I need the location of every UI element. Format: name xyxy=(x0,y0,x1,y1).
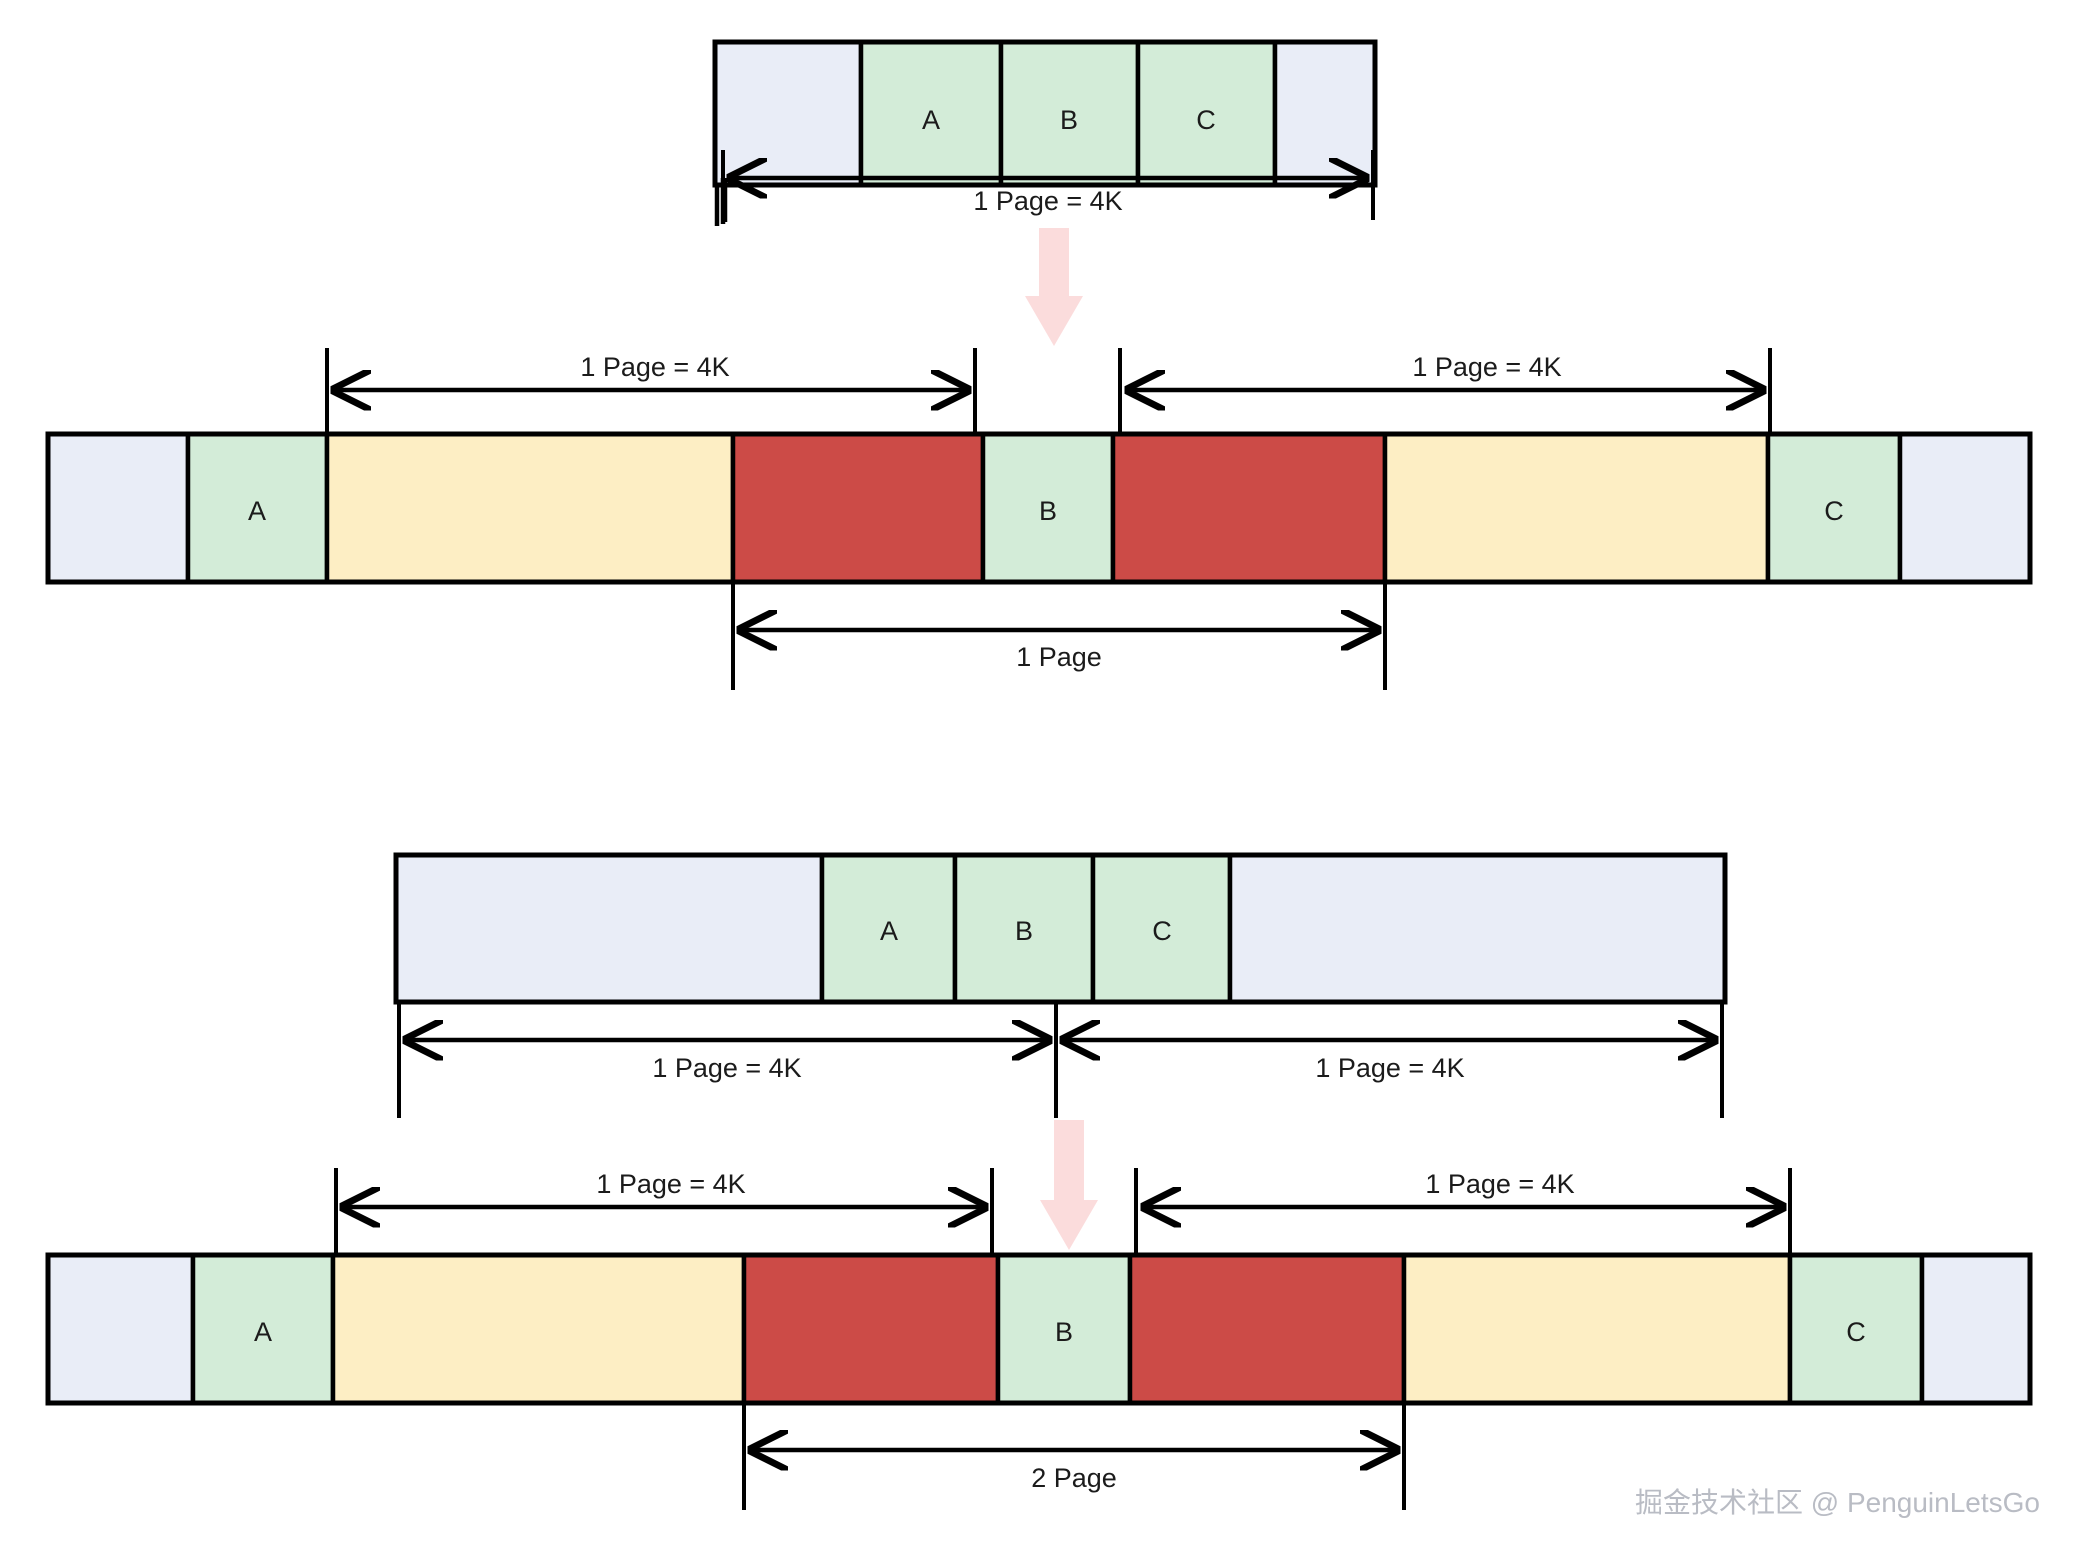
segment-pad-left xyxy=(393,852,825,1005)
dimension-label-span: 2 Page xyxy=(1031,1463,1117,1493)
segment-free-right xyxy=(1401,1252,1793,1406)
dimension-label-one-page-4k: 1 Page = 4K xyxy=(973,186,1122,216)
segment-record-b xyxy=(995,1252,1133,1406)
scenario-two-source-dimensions: 1 Page = 4K 1 Page = 4K xyxy=(397,1002,1724,1118)
target-bar-outline xyxy=(45,431,2033,585)
down-arrow-icon xyxy=(1025,228,1083,346)
dimension-label-page-right: 1 Page = 4K xyxy=(1412,352,1561,382)
segment-free-left xyxy=(324,431,736,585)
dimension-label-page-left: 1 Page = 4K xyxy=(596,1169,745,1199)
scenario-two-target-dimension-bottom: 2 Page xyxy=(742,1403,1406,1510)
segment-label-b: B xyxy=(1039,496,1057,526)
dimension-label-span: 1 Page xyxy=(1016,642,1102,672)
scenario-one-target-dimension-bottom: 1 Page xyxy=(731,582,1387,690)
segment-label-c: C xyxy=(1152,916,1172,946)
segment-record-a xyxy=(190,1252,336,1406)
segment-label-a: A xyxy=(254,1317,272,1347)
segment-label-b: B xyxy=(1015,916,1033,946)
scenario-two-target-dimensions-top: 1 Page = 4K 1 Page = 4K xyxy=(334,1168,1792,1255)
segment-used-left xyxy=(741,1252,1001,1406)
segment-label-c: C xyxy=(1196,105,1216,135)
scenario-one-source-dimension: 1 Page = 4K xyxy=(714,150,1375,226)
scenario-one-target-bar: A B C xyxy=(45,431,2033,585)
scenario-one-source-box: A B C xyxy=(712,39,1378,188)
segment-pad-left xyxy=(45,1252,196,1406)
watermark: 掘金技术社区 @ PenguinLetsGo xyxy=(1635,1487,2040,1518)
segment-label-b: B xyxy=(1055,1317,1073,1347)
segment-label-c: C xyxy=(1824,496,1844,526)
segment-used-right xyxy=(1127,1252,1407,1406)
segment-label-c: C xyxy=(1846,1317,1866,1347)
target-bar-outline xyxy=(45,1252,2033,1406)
scenario-two-source-box: A B C xyxy=(393,852,1728,1005)
segment-label-b: B xyxy=(1060,105,1078,135)
scenario-one: A B C 1 Page = 4K xyxy=(45,39,2033,690)
segment-pad-right xyxy=(1272,39,1378,188)
segment-used-left xyxy=(730,431,986,585)
segment-pad-right xyxy=(1227,852,1728,1005)
source-box-outline xyxy=(393,852,1728,1005)
scenario-two-transition-arrow xyxy=(1040,1120,1098,1250)
dimension-label-page-right: 1 Page = 4K xyxy=(1315,1053,1464,1083)
segment-pad-left xyxy=(45,431,191,585)
scenario-one-target-dimensions-top: 1 Page = 4K 1 Page = 4K xyxy=(325,348,1772,434)
segment-label-a: A xyxy=(248,496,266,526)
segment-free-right xyxy=(1382,431,1771,585)
scenario-one-transition-arrow xyxy=(1025,228,1083,346)
down-arrow-icon xyxy=(1040,1120,1098,1250)
segment-label-a: A xyxy=(922,105,940,135)
scenario-two-target-bar: A B C xyxy=(45,1252,2033,1406)
segment-pad-right xyxy=(1897,431,2033,585)
segment-record-c xyxy=(1787,1252,1925,1406)
segment-pad-left xyxy=(712,39,864,188)
segment-record-b xyxy=(952,852,1096,1005)
scenario-two: A B C 1 Page = 4K 1 Page = 4K xyxy=(45,852,2033,1510)
segment-label-a: A xyxy=(880,916,898,946)
segment-used-right xyxy=(1110,431,1388,585)
segment-free-left xyxy=(330,1252,747,1406)
dimension-label-page-right: 1 Page = 4K xyxy=(1425,1169,1574,1199)
dimension-label-page-left: 1 Page = 4K xyxy=(652,1053,801,1083)
dimension-label-page-left: 1 Page = 4K xyxy=(580,352,729,382)
segment-pad-right xyxy=(1919,1252,2033,1406)
